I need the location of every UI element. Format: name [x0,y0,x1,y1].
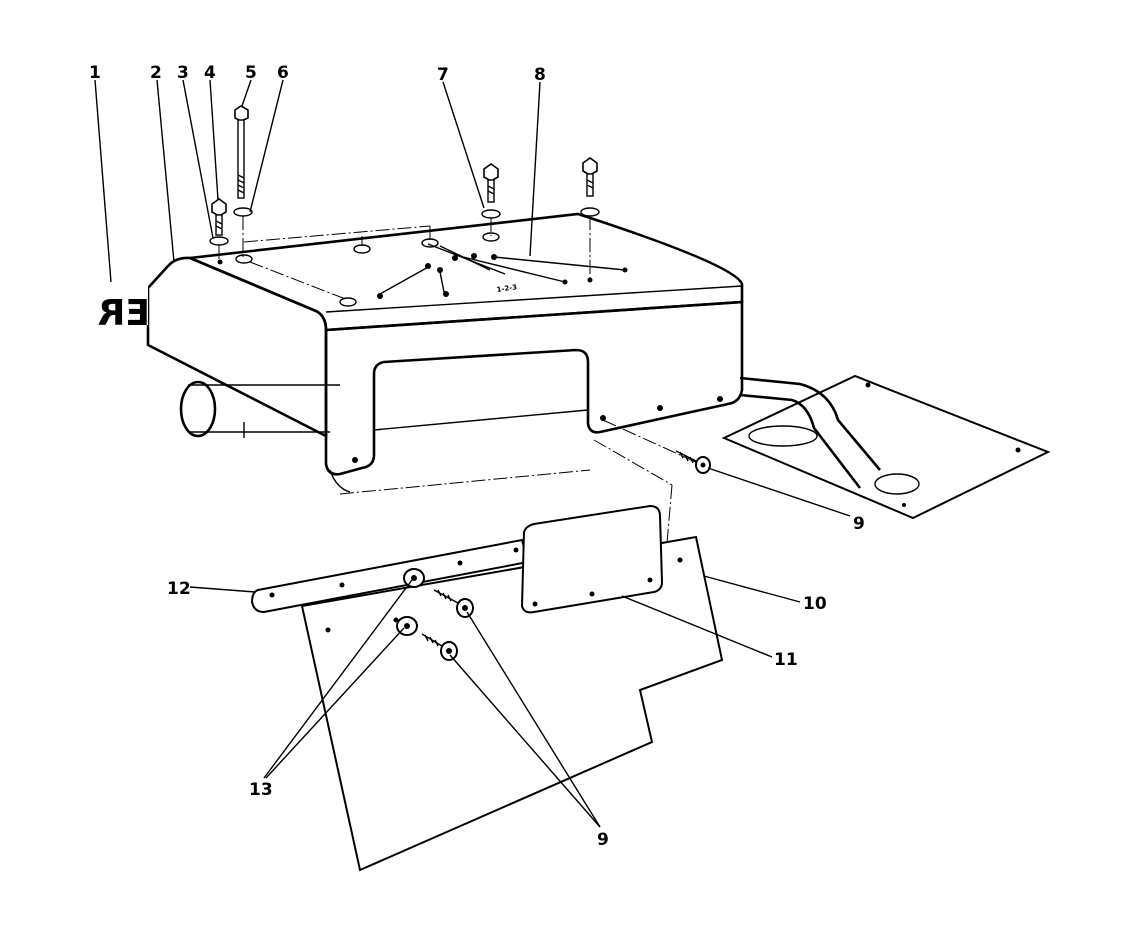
housing-end-panel [146,256,328,439]
control-markings: 1-2-3 [377,243,628,299]
callout-13: 13 [249,780,273,800]
housing-top-face [184,212,744,332]
callout-11: 11 [774,650,798,670]
top-mount-holes [217,232,500,307]
callout-1: 1 [89,63,101,83]
long-bolt [234,105,249,199]
callout-7: 7 [437,65,449,85]
svg-text:ER: ER [98,293,150,334]
screws-lower [421,589,474,661]
short-bolt-4 [211,198,227,236]
callout-8: 8 [534,65,546,85]
washer-3 [209,236,229,246]
leader-lines [94,79,851,828]
callout-2: 2 [150,63,162,83]
washer-6 [233,207,253,217]
washer-8 [580,207,600,217]
callout-4: 4 [204,63,216,83]
assembly-center-lines [218,216,701,579]
screw-right [675,450,711,474]
mirrored-stamp: ER [88,283,150,334]
base-plate [721,374,1051,520]
main-housing [146,212,744,476]
tube-frame [179,376,920,495]
short-bolt-7 [483,163,499,203]
short-bolt-8 [582,157,598,197]
plate-11 [520,504,664,614]
callout-9-upper: 9 [853,514,865,534]
washer-7 [481,209,501,219]
callout-3: 3 [177,63,189,83]
callout-12: 12 [167,579,191,599]
marker-text: 1-2-3 [496,283,517,294]
housing-front-face [324,300,744,476]
callout-6: 6 [277,63,289,83]
callout-labels: 1 2 3 4 5 6 7 8 9 10 11 12 13 9 [89,63,865,850]
washers-13 [396,568,425,636]
callout-9-lower: 9 [597,830,609,850]
callout-5: 5 [245,63,257,83]
callout-10: 10 [803,594,827,614]
